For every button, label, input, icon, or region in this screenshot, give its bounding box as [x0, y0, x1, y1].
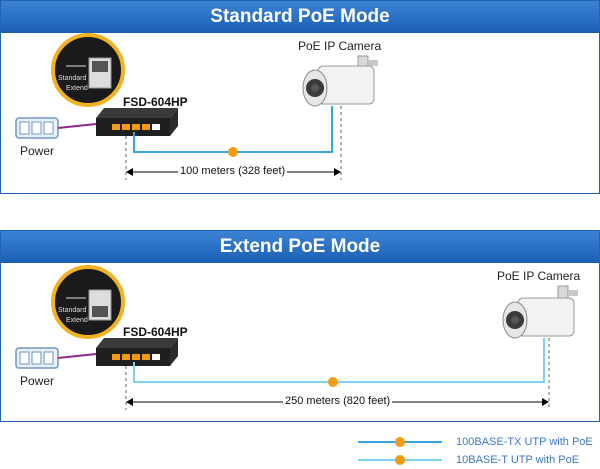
ip-camera-icon: [502, 285, 578, 339]
poe-badge-icon: [395, 455, 405, 465]
extend-camera-label: PoE IP Camera: [497, 269, 581, 283]
switch-extend-label: Extend: [66, 85, 88, 92]
switch-standard-label: Standard: [58, 307, 87, 314]
poe-badge-icon: [228, 147, 238, 157]
standard-camera-label: PoE IP Camera: [298, 39, 382, 53]
extend-distance-label: 250 meters (820 feet): [283, 395, 393, 407]
extend-device-label: FSD-604HP: [123, 325, 188, 339]
mode-switch-icon: Standard Extend: [51, 33, 125, 107]
power-cable: [57, 353, 97, 359]
extend-mode-title: Extend PoE Mode: [1, 231, 599, 263]
standard-mode-title: Standard PoE Mode: [1, 1, 599, 33]
switch-standard-label: Standard: [58, 75, 87, 82]
power-strip-icon: [15, 347, 59, 369]
legend-100base-tx: 100BASE-TX UTP with PoE: [456, 436, 593, 448]
power-strip-icon: [15, 117, 59, 139]
mode-switch-icon: Standard Extend: [51, 265, 125, 339]
legend-graphics: [358, 437, 442, 465]
switch-extend-label: Extend: [66, 317, 88, 324]
poe-switch-icon: [96, 108, 178, 136]
legend-10base-t: 10BASE-T UTP with PoE: [456, 454, 580, 466]
standard-device-label: FSD-604HP: [123, 95, 188, 109]
standard-distance-label: 100 meters (328 feet): [178, 165, 288, 177]
standard-power-label: Power: [20, 144, 55, 158]
extend-power-label: Power: [20, 374, 55, 388]
ip-camera-icon: [302, 55, 378, 107]
poe-badge-icon: [328, 377, 338, 387]
poe-cable: [133, 338, 545, 383]
poe-badge-icon: [395, 437, 405, 447]
extend-diagram: Standard Extend: [15, 265, 578, 410]
standard-diagram: Standard Extend: [15, 33, 378, 180]
power-cable: [57, 123, 97, 129]
poe-switch-icon: [96, 338, 178, 366]
